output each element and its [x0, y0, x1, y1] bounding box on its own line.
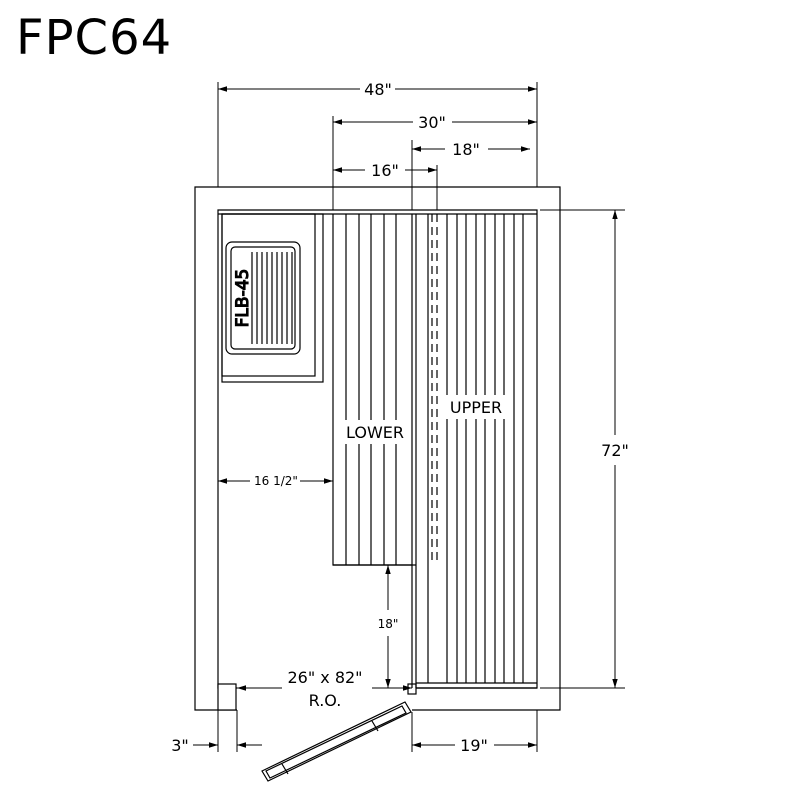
dim-lower-bench: 16" [371, 161, 399, 180]
dimension-labels: 48" 30" 16" 18" 72" 16 1/2" 18" 26" x 82… [171, 80, 629, 755]
dimension-lines [193, 86, 618, 748]
dim-left-clearance: 16 1/2" [254, 474, 298, 488]
heater-body [225, 241, 301, 355]
dim-door-ro-label: R.O. [309, 691, 342, 710]
outer-wall [194, 186, 561, 711]
lower-label: LOWER [346, 423, 404, 442]
benches [332, 214, 537, 689]
heater-label: FLB-45 [233, 269, 253, 328]
dim-door-ro-size: 26" x 82" [287, 668, 362, 687]
heater: FLB-45 [221, 213, 324, 383]
door-panel [261, 701, 412, 782]
extension-lines [217, 82, 625, 752]
walls [194, 186, 561, 711]
dim-overall-width: 48" [364, 80, 392, 99]
dim-bench-to-door: 18" [378, 617, 399, 631]
door-jamb-left [217, 683, 237, 711]
page-title: FPC64 [16, 10, 173, 66]
dim-wall-offset: 3" [171, 736, 189, 755]
dim-right-wall-section: 19" [460, 736, 488, 755]
upper-label: UPPER [450, 398, 502, 417]
dim-depth: 72" [601, 441, 629, 460]
dim-bench-width: 30" [418, 113, 446, 132]
lower-bench [332, 214, 412, 566]
dim-upper-bench: 18" [452, 140, 480, 159]
